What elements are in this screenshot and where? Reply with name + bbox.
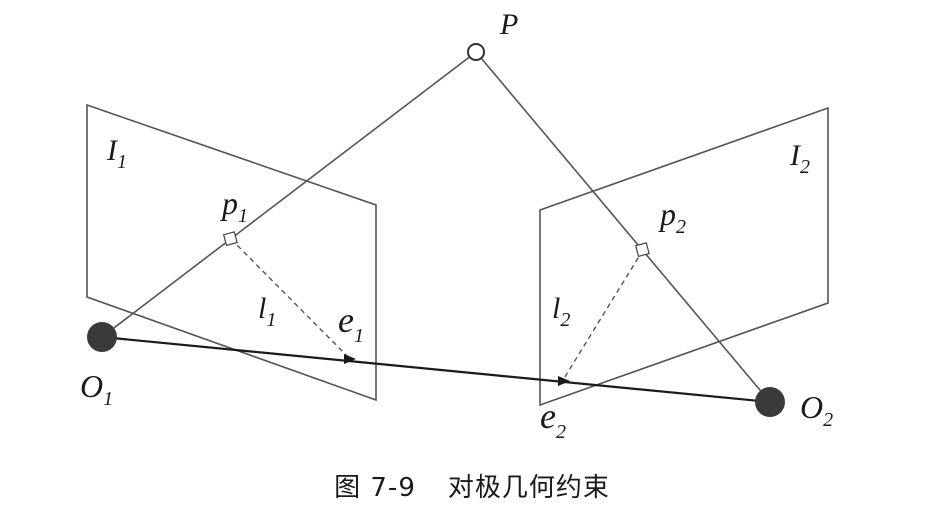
epipolar-line-2	[562, 249, 644, 381]
label-e1: e1	[338, 300, 364, 347]
point-p1-marker	[222, 231, 238, 247]
label-O2: O2	[800, 389, 833, 431]
ray-o1-p	[101, 51, 477, 338]
label-P: P	[499, 8, 518, 41]
image-plane-2	[539, 106, 829, 407]
epipole-e1-marker	[344, 354, 356, 364]
point-P-marker	[467, 43, 485, 61]
figure-title: 对极几何约束	[448, 473, 610, 503]
camera-center-o1	[87, 322, 117, 352]
camera-center-o2	[755, 387, 785, 417]
epipolar-line-1	[230, 238, 350, 359]
ray-o2-p	[475, 51, 771, 403]
label-I1: I1	[106, 134, 127, 173]
epipole-e2-marker	[558, 376, 570, 386]
label-p1: p1	[220, 185, 248, 227]
figure-number: 图 7-9	[334, 473, 416, 503]
label-p2: p2	[658, 196, 686, 238]
label-e2: e2	[540, 396, 566, 443]
label-l2: l2	[552, 292, 570, 331]
baseline	[101, 335, 771, 404]
point-p2-marker	[634, 242, 650, 258]
label-I2: I2	[789, 139, 810, 178]
image-plane-1	[86, 103, 377, 402]
figure-caption: 图 7-9 对极几何约束	[334, 473, 610, 503]
label-l1: l1	[258, 292, 276, 331]
label-O1: O1	[80, 368, 113, 410]
